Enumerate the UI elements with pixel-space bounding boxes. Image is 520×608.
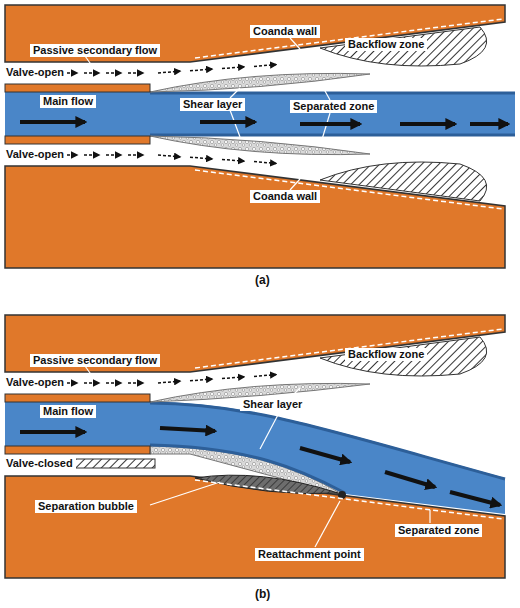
main-flow-arrow <box>470 122 508 126</box>
flow-label: Reattachment point <box>255 548 364 561</box>
secondary-flow-arrow <box>222 67 244 69</box>
splitter-plate <box>5 136 150 144</box>
flow-label: Coanda wall <box>250 25 320 38</box>
separated-zone <box>150 73 370 92</box>
coanda-wall-line <box>195 329 503 368</box>
flow-label: Main flow <box>40 95 96 108</box>
main-flow-arrow <box>300 448 350 462</box>
secondary-flow-arrow <box>158 155 180 157</box>
flow-label: Passive secondary flow <box>30 44 160 57</box>
flow-label: Valve-open <box>3 66 67 79</box>
main-flow-arrow <box>160 428 215 431</box>
secondary-flow-arrow <box>222 377 244 379</box>
flow-label: Valve-closed <box>3 457 76 470</box>
coanda-wall-line <box>195 480 503 519</box>
flow-label: Valve-open <box>3 376 67 389</box>
flow-arrows <box>20 65 508 505</box>
main-flow-arrow <box>385 472 435 487</box>
main-flow-band <box>5 92 515 136</box>
secondary-flow-arrow <box>106 72 121 74</box>
secondary-flow-arrow <box>128 382 143 384</box>
flow-label: Separation bubble <box>35 500 137 513</box>
leader-lines <box>85 38 330 190</box>
main-flow-arrow <box>400 122 455 126</box>
secondary-flow-arrow <box>128 154 143 156</box>
panel-caption: (a) <box>252 274 273 287</box>
flow-label: Shear layer <box>180 98 245 111</box>
secondary-flow-arrow <box>254 65 276 67</box>
panel-b <box>5 315 505 578</box>
secondary-flow-arrow <box>190 157 212 159</box>
secondary-flow-arrow <box>84 154 99 156</box>
flow-label: Separated zone <box>290 100 377 113</box>
secondary-flow-arrow <box>84 382 99 384</box>
secondary-flow-arrow <box>84 72 99 74</box>
flow-label: Coanda wall <box>250 190 320 203</box>
splitter-plate <box>5 84 150 92</box>
leader-lines <box>85 366 430 547</box>
coanda-wall-line <box>195 19 503 58</box>
panel-caption: (b) <box>252 588 273 601</box>
main-flow-arrow <box>200 120 255 124</box>
flow-label: Shear layer <box>240 398 305 411</box>
main-flow-arrow <box>20 430 85 434</box>
secondary-flow-arrow <box>190 379 212 381</box>
backflow-zone <box>320 27 487 66</box>
flow-label: Backflow zone <box>345 38 427 51</box>
separated-zone <box>150 136 370 155</box>
shear-layer <box>150 92 515 95</box>
flow-label: Backflow zone <box>345 348 427 361</box>
secondary-flow-arrow <box>254 162 276 164</box>
panel-a <box>5 5 515 268</box>
flow-label: Main flow <box>40 405 96 418</box>
secondary-flow-arrow <box>254 375 276 377</box>
separation-bubble <box>195 475 338 494</box>
flow-label: Valve-open <box>3 148 67 161</box>
secondary-flow-arrow <box>158 381 180 383</box>
shear-layer <box>150 134 515 137</box>
backflow-zone <box>320 337 487 376</box>
secondary-flow-arrow <box>222 159 244 161</box>
shear-layer <box>150 403 505 479</box>
main-flow-arrow <box>300 122 360 126</box>
flow-label: Passive secondary flow <box>30 354 160 367</box>
main-flow-arrow <box>450 492 500 505</box>
coanda-wall-line <box>195 170 503 209</box>
splitter-plate <box>5 394 150 402</box>
backflow-zone <box>320 162 487 201</box>
bottom-wall <box>5 476 505 578</box>
secondary-flow-arrow <box>106 154 121 156</box>
flow-label: Separated zone <box>395 524 482 537</box>
splitter-plate <box>5 446 150 454</box>
secondary-flow-arrow <box>158 71 180 73</box>
secondary-flow-arrow <box>190 69 212 71</box>
main-flow-arrow <box>20 120 85 124</box>
secondary-flow-arrow <box>128 72 143 74</box>
secondary-flow-arrow <box>106 382 121 384</box>
